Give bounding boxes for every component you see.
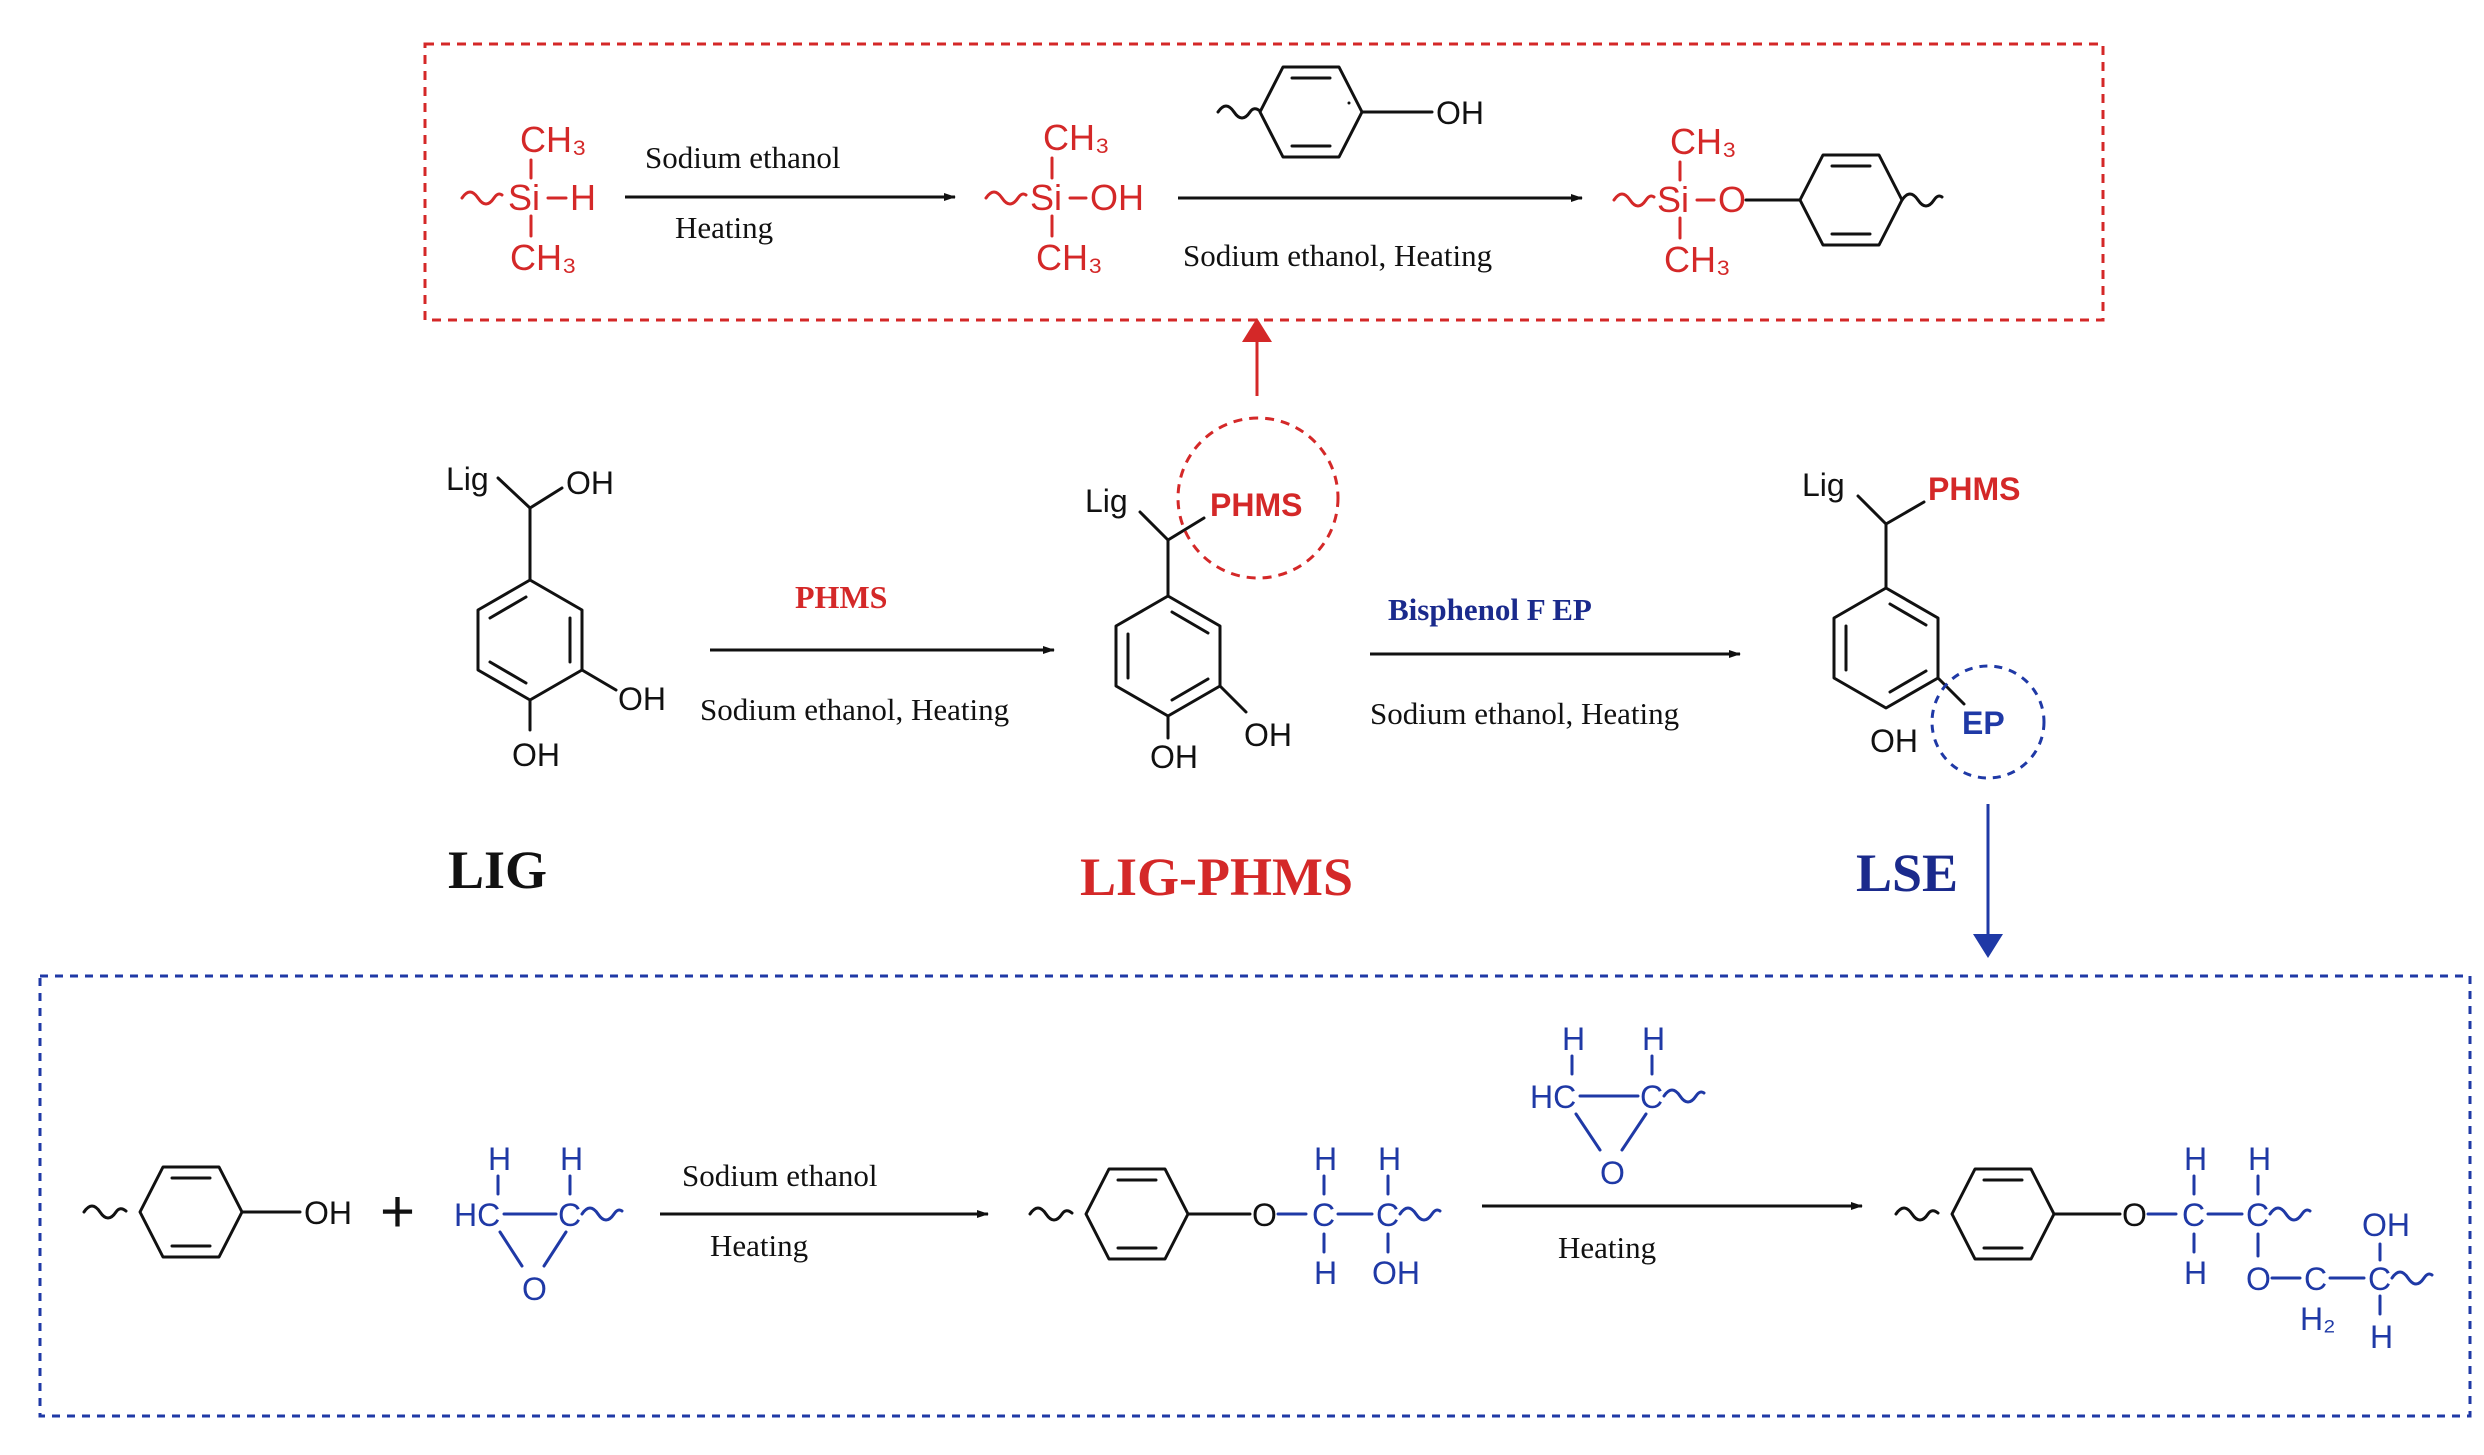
ether-o-label: O [1252,1197,1277,1233]
h1-label: H [1562,1021,1585,1057]
h-last-label: H [2370,1319,2393,1355]
bottom-arrow-1-above: Sodium ethanol [682,1158,877,1193]
ep-highlight-circle [1930,664,2046,780]
ep-label: EP [1962,705,2005,741]
ch3-bottom-label: CH₃ [1664,239,1731,280]
h2-label: H [1642,1021,1665,1057]
oh-label: OH [1870,723,1918,759]
lse-structure: Lig PHMS OH EP LSE [1802,467,2046,903]
top-arrow-2-below: Sodium ethanol, Heating [1183,238,1492,273]
phms-label: PHMS [1210,487,1302,523]
h-top-1-label: H [1314,1141,1337,1177]
o2-label: O [2246,1261,2271,1297]
middle-arrow-2-above: Bisphenol F EP [1388,592,1592,627]
silanol-intermediate: CH₃ Si OH CH₃ [984,117,1144,278]
siloxane-product: CH₃ Si O CH₃ [1612,121,1944,280]
oh-label: OH [1372,1255,1420,1291]
c1-label: C [2182,1197,2205,1233]
oh-label: OH [1436,95,1484,131]
middle-arrow-1-below: Sodium ethanol, Heating [700,692,1009,727]
lig-phms-name: LIG-PHMS [1080,847,1353,907]
o-label: O [1600,1155,1625,1191]
si-label: Si [1030,177,1062,218]
c-label: C [1640,1079,1663,1115]
oh-right-label: OH [618,681,666,717]
h2-label: H [560,1141,583,1177]
silane-reactant: CH₃ Si H CH₃ [460,119,596,278]
top-reaction-box [423,42,2105,322]
bottom-reaction-box [38,974,2472,1418]
ch3-bottom-label: CH₃ [510,237,577,278]
phms-highlight-circle [1176,416,1340,580]
o-label: O [522,1271,547,1307]
lig-name: LIG [448,840,547,900]
plus-sign: + [380,1178,415,1245]
oh-top-label: OH [566,465,614,501]
ch3-bottom-label: CH₃ [1036,237,1103,278]
lse-name: LSE [1856,843,1958,903]
ring-opened-product: O H H C C H OH [1028,1141,1442,1291]
hc-label: HC [454,1197,500,1233]
oh-label: OH [2362,1207,2410,1243]
lig-label: Lig [1802,467,1845,503]
h-top-1-label: H [2184,1141,2207,1177]
h2-label: H₂ [2300,1301,2336,1337]
epoxide-reactant: H H HC C O [454,1141,624,1307]
c3-label: C [2304,1261,2327,1297]
lig-label: Lig [446,461,489,497]
middle-arrow-2-below: Sodium ethanol, Heating [1370,696,1679,731]
oh-label: OH [304,1195,352,1231]
ch3-top-label: CH₃ [1670,121,1737,162]
oh-right-label: OH [1244,717,1292,753]
phenol-reactant: OH [82,1165,352,1259]
c2-label: C [2246,1197,2269,1233]
ch3-top-label: CH₃ [1043,117,1110,158]
epoxide-reagent: H H HC C O [1530,1021,1706,1191]
h1-label: H [488,1141,511,1177]
top-arrow-1-above: Sodium ethanol [645,140,840,175]
si-label: Si [508,177,540,218]
phms-label: PHMS [1928,471,2020,507]
h-bottom-label: H [1314,1255,1337,1291]
phenol-reagent: OH [1216,65,1484,159]
h-bottom-label: H [2184,1255,2207,1291]
ether-o-label: O [2122,1197,2147,1233]
h-top-2-label: H [2248,1141,2271,1177]
h-label: H [570,177,596,218]
c2-label: C [1376,1197,1399,1233]
crosslinked-product: O H H C C H O C C OH H₂ H [1894,1141,2434,1355]
bottom-arrow-2-below: Heating [1558,1230,1656,1265]
oh-bottom-label: OH [512,737,560,773]
oh-label: OH [1090,177,1144,218]
bottom-arrow-1-below: Heating [710,1228,808,1263]
o-label: O [1718,179,1746,220]
lig-phms-structure: Lig PHMS OH OH LIG-PHMS [1080,416,1353,907]
middle-arrow-1-above: PHMS [795,579,887,615]
hc-label: HC [1530,1079,1576,1115]
ch3-top-label: CH₃ [520,119,587,160]
top-arrow-1-below: Heating [675,210,773,245]
lig-label: Lig [1085,483,1128,519]
c-label: C [558,1197,581,1233]
si-label: Si [1657,179,1689,220]
h-top-2-label: H [1378,1141,1401,1177]
c1-label: C [1312,1197,1335,1233]
c4-label: C [2368,1261,2391,1297]
lig-structure: Lig OH OH OH LIG [446,461,666,900]
oh-left-label: OH [1150,739,1198,775]
